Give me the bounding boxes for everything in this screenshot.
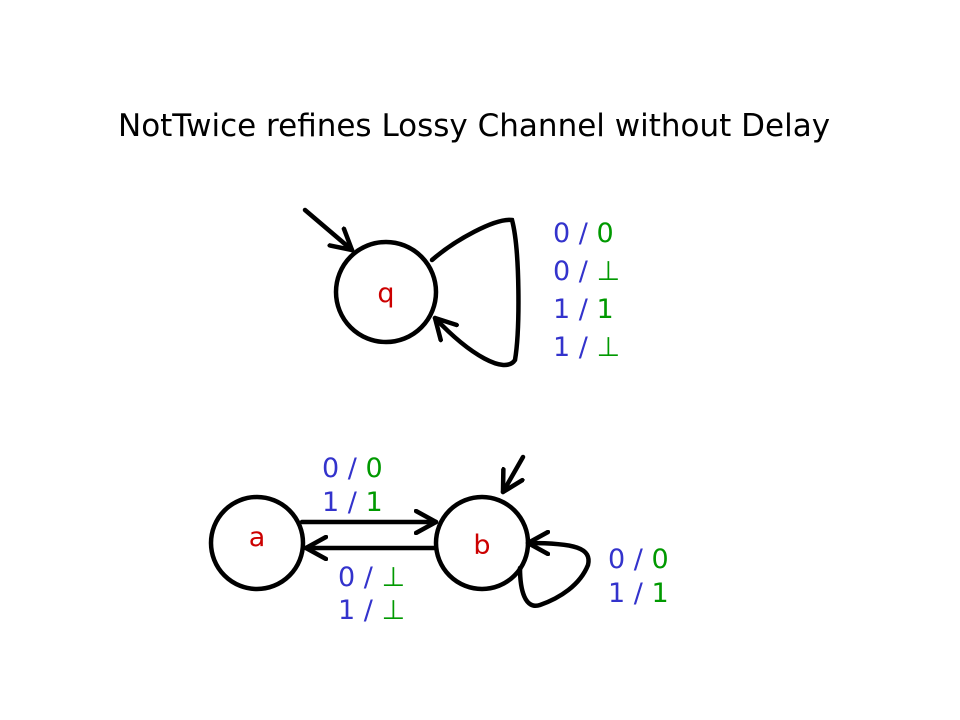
q-loop-label-1-sep: / — [570, 218, 596, 249]
b-loop-label-1-in: 0 — [608, 544, 625, 575]
q-loop-label-2-out: ⊥ — [596, 256, 620, 287]
b-to-a-label-1: 0 / ⊥ — [338, 562, 405, 593]
q-loop-label-3-sep: / — [570, 294, 596, 325]
q-loop-label-2-sep: / — [570, 256, 596, 287]
q-loop-label-1-in: 0 — [553, 218, 570, 249]
b-to-a-label-1-in: 0 — [338, 562, 355, 593]
q-self-loop — [429, 217, 521, 368]
b-loop-label-2-in: 1 — [608, 578, 625, 609]
b-loop-label-2: 1 / 1 — [608, 578, 669, 609]
b-loop-label-1-out: 0 — [651, 544, 668, 575]
top-automaton: q 0 / 0 0 / ⊥ 1 / 1 1 / ⊥ — [302, 207, 620, 368]
b-to-a-label-1-out: ⊥ — [381, 562, 405, 593]
a-to-b-label-2-out: 1 — [365, 487, 382, 518]
a-to-b-label-1: 0 / 0 — [322, 453, 383, 484]
diagram-title: NotTwice refines Lossy Channel without D… — [118, 108, 830, 144]
a-to-b-label-1-in: 0 — [322, 453, 339, 484]
q-loop-label-3-in: 1 — [553, 294, 570, 325]
state-a — [208, 494, 306, 592]
a-to-b-label-2-in: 1 — [322, 487, 339, 518]
q-loop-label-1-out: 0 — [596, 218, 613, 249]
state-q-label: q — [377, 278, 394, 309]
q-loop-label-4-in: 1 — [553, 332, 570, 363]
b-loop-label-2-sep: / — [625, 578, 651, 609]
b-loop-label-2-out: 1 — [651, 578, 668, 609]
b-to-a-label-2-out: ⊥ — [381, 595, 405, 626]
b-initial-arrow — [500, 454, 526, 495]
q-loop-label-4: 1 / ⊥ — [553, 332, 620, 363]
q-loop-label-4-sep: / — [570, 332, 596, 363]
a-to-b-label-1-out: 0 — [365, 453, 382, 484]
b-to-a-label-2-in: 1 — [338, 595, 355, 626]
state-a-label: a — [249, 522, 266, 553]
q-loop-label-2: 0 / ⊥ — [553, 256, 620, 287]
b-to-a-label-2-sep: / — [355, 595, 381, 626]
b-loop-label-1-sep: / — [625, 544, 651, 575]
bottom-automaton: a b 0 / 0 1 / 1 0 / ⊥ 1 / ⊥ 0 / 0 1 / 1 — [208, 453, 669, 626]
q-loop-label-3-out: 1 — [596, 294, 613, 325]
a-to-b-label-2: 1 / 1 — [322, 487, 383, 518]
state-b-label: b — [473, 530, 490, 561]
q-loop-label-1: 0 / 0 — [553, 218, 614, 249]
b-loop-label-1: 0 / 0 — [608, 544, 669, 575]
q-initial-arrow — [302, 207, 355, 253]
a-to-b-label-1-sep: / — [339, 453, 365, 484]
b-to-a-label-2: 1 / ⊥ — [338, 595, 405, 626]
state-q — [333, 239, 439, 345]
q-loop-label-4-out: ⊥ — [596, 332, 620, 363]
a-to-b-label-2-sep: / — [339, 487, 365, 518]
q-loop-label-2-in: 0 — [553, 256, 570, 287]
b-self-loop — [517, 543, 591, 608]
b-to-a-label-1-sep: / — [355, 562, 381, 593]
q-loop-label-3: 1 / 1 — [553, 294, 614, 325]
